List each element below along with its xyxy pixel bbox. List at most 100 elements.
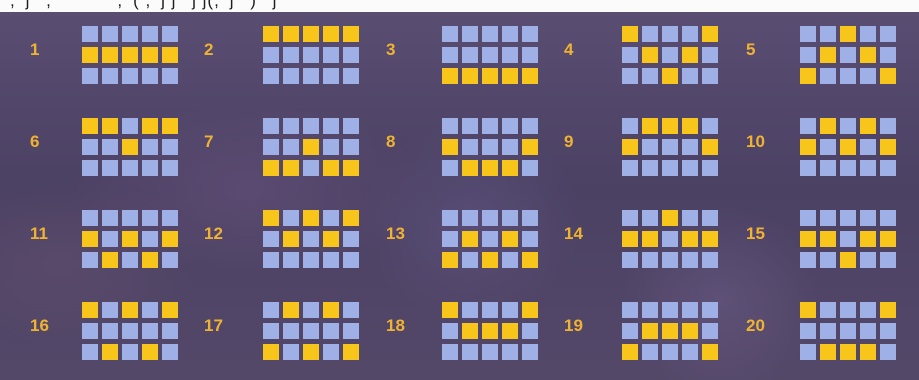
active-square <box>263 26 279 42</box>
active-square <box>840 252 856 268</box>
inactive-square <box>102 323 118 339</box>
inactive-square <box>162 323 178 339</box>
active-square <box>682 47 698 63</box>
inactive-square <box>502 26 518 42</box>
inactive-square <box>860 160 876 176</box>
inactive-square <box>142 231 158 247</box>
inactive-square <box>303 302 319 318</box>
inactive-square <box>502 302 518 318</box>
active-square <box>303 139 319 155</box>
inactive-square <box>702 252 718 268</box>
inactive-square <box>622 47 638 63</box>
inactive-square <box>122 160 138 176</box>
active-square <box>343 160 359 176</box>
payline-pattern <box>622 26 720 86</box>
inactive-square <box>702 118 718 134</box>
payline-pattern <box>800 26 898 86</box>
payline-4: 4 <box>540 12 720 104</box>
inactive-square <box>682 68 698 84</box>
inactive-square <box>502 47 518 63</box>
inactive-square <box>142 302 158 318</box>
inactive-square <box>482 47 498 63</box>
payline-16: 16 <box>0 288 180 380</box>
inactive-square <box>462 344 478 360</box>
active-square <box>122 231 138 247</box>
inactive-square <box>800 47 816 63</box>
payline-number: 4 <box>564 40 573 60</box>
inactive-square <box>880 344 896 360</box>
inactive-square <box>462 26 478 42</box>
inactive-square <box>860 139 876 155</box>
inactive-square <box>800 344 816 360</box>
inactive-square <box>522 47 538 63</box>
payline-7: 7 <box>180 104 360 196</box>
payline-number: 6 <box>30 132 39 152</box>
inactive-square <box>820 68 836 84</box>
inactive-square <box>880 323 896 339</box>
active-square <box>303 210 319 226</box>
inactive-square <box>343 231 359 247</box>
active-square <box>442 68 458 84</box>
active-square <box>122 139 138 155</box>
inactive-square <box>662 302 678 318</box>
active-square <box>323 160 339 176</box>
active-square <box>662 68 678 84</box>
inactive-square <box>622 160 638 176</box>
payline-pattern <box>82 118 180 178</box>
inactive-square <box>702 302 718 318</box>
payline-number: 11 <box>30 224 48 244</box>
inactive-square <box>820 210 836 226</box>
inactive-square <box>142 68 158 84</box>
active-square <box>800 68 816 84</box>
payline-pattern <box>800 302 898 362</box>
top-text-band: ' ,' j ' , ' ' ' ' ' ' ,' ( ,' j j ' j j… <box>0 0 919 12</box>
active-square <box>323 302 339 318</box>
active-square <box>702 26 718 42</box>
inactive-square <box>662 26 678 42</box>
active-square <box>522 302 538 318</box>
inactive-square <box>343 139 359 155</box>
inactive-square <box>682 160 698 176</box>
inactive-square <box>482 118 498 134</box>
inactive-square <box>343 118 359 134</box>
inactive-square <box>482 231 498 247</box>
inactive-square <box>263 302 279 318</box>
inactive-square <box>622 323 638 339</box>
inactive-square <box>522 118 538 134</box>
active-square <box>462 231 478 247</box>
payline-pattern <box>263 26 361 86</box>
inactive-square <box>343 47 359 63</box>
inactive-square <box>263 68 279 84</box>
active-square <box>442 302 458 318</box>
inactive-square <box>102 139 118 155</box>
payline-pattern <box>800 118 898 178</box>
active-square <box>162 118 178 134</box>
payline-number: 19 <box>564 316 583 336</box>
inactive-square <box>462 210 478 226</box>
payline-9: 9 <box>540 104 720 196</box>
payline-12: 12 <box>180 196 360 288</box>
inactive-square <box>840 210 856 226</box>
inactive-square <box>820 252 836 268</box>
active-square <box>820 231 836 247</box>
payline-number: 18 <box>386 316 405 336</box>
payline-18: 18 <box>360 288 540 380</box>
payline-pattern <box>442 26 540 86</box>
payline-number: 20 <box>746 316 765 336</box>
active-square <box>122 302 138 318</box>
inactive-square <box>522 26 538 42</box>
inactive-square <box>462 47 478 63</box>
payline-number: 15 <box>746 224 765 244</box>
inactive-square <box>622 252 638 268</box>
inactive-square <box>840 118 856 134</box>
active-square <box>622 344 638 360</box>
active-square <box>482 252 498 268</box>
active-square <box>343 26 359 42</box>
inactive-square <box>142 210 158 226</box>
payline-pattern <box>82 210 180 270</box>
inactive-square <box>662 344 678 360</box>
payline-number: 16 <box>30 316 49 336</box>
inactive-square <box>462 118 478 134</box>
payline-1: 1 <box>0 12 180 104</box>
inactive-square <box>502 252 518 268</box>
